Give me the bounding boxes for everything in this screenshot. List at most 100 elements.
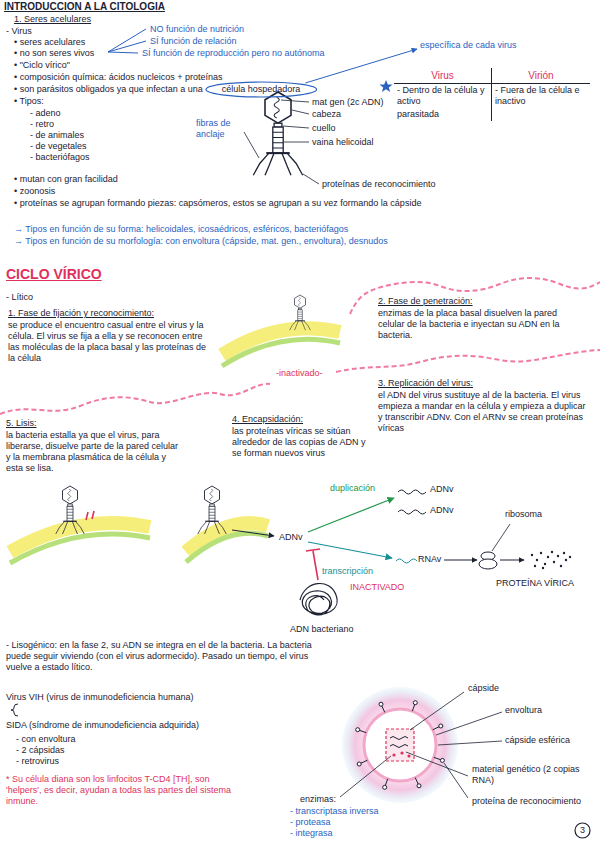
note-text: • proteínas se agrupan formando piezas: … [14,198,454,209]
note-text: Virus VIH (virus de inmunodeficiencia hu… [6,692,193,703]
note-text: SÍ función de relación [150,36,237,47]
step-heading: 1. Fase de fijación y reconocimiento: [8,308,154,319]
wavy-separator [0,384,270,414]
note-text: - Lítico [6,292,33,303]
note-text: • "Ciclo vírico" [14,60,70,71]
figure-label: transcripción [322,566,373,577]
note-text: * Su célula diana son los linfocitos T-C… [6,774,246,807]
figure-label: - proteasa [290,817,331,828]
figure-label: ADN bacteriano [290,624,354,635]
bacterial-dna-blob [300,584,337,615]
envelope-ring [364,709,436,781]
note-text: • Tipos: [14,96,44,107]
ribosome-symbol [479,559,497,569]
protein-arrow [500,560,524,561]
cell-membrane [222,339,340,366]
step-heading: 3. Replicación del virus: [378,378,473,389]
figure-label: cápside [468,683,499,694]
lysis-marks [86,511,94,520]
note-text: el ADN del virus sustituye al de la bact… [378,390,590,434]
note-text: - retro [30,119,54,130]
note-text: • no son seres vivos [14,48,94,59]
note-text: - Lisogénico: en la fase 2, su ADN se in… [6,640,326,673]
note-text: - con envoltura [16,734,76,745]
leader-line [492,524,510,551]
figure-label: - transcriptasa inversa [290,806,379,817]
bacteriophage-figure [253,92,302,175]
table-header: Virión [492,68,590,84]
comparison-table: VirusVirión- Dentro de la célula y activ… [394,68,590,121]
translation-arrow [444,560,477,561]
node-text: célula hospedadora [222,84,301,95]
note-text: • composición química: ácidos nucleicos … [14,72,223,83]
figure-label: RNAv [418,554,441,565]
step-heading: 2. Fase de penetración: [378,296,473,307]
inhibition-line [306,549,320,580]
dna-strand [398,490,426,514]
rna-copies [390,737,408,748]
figure-label: enzimas: [300,794,336,805]
node-text: 3 [580,825,585,836]
oval-outline [206,82,317,97]
note-text: - de animales [30,130,84,141]
page-number: 3 [574,822,591,839]
bacteriophage-figure [290,295,311,330]
note-text: • zoonosis [14,186,55,197]
step-heading: 5. Lisis: [6,418,37,429]
note-text: NO función de nutrición [150,24,244,35]
cell-membrane [186,533,268,562]
note-text: → Tipos en función de su forma: helicoid… [14,224,348,235]
section-heading: CICLO VÍRICO [6,266,102,282]
page-title: INTRODUCCION A LA CITOLOGIA [4,1,165,13]
figure-label: duplicación [330,483,375,494]
note-text: enzimas de la placa basal disuelven la p… [378,308,583,341]
figure-label: mat gen (2c ADN) [312,97,384,108]
table-header: Virus [394,68,492,84]
brace-symbol [11,704,18,716]
figure-label: envoltura [505,705,542,716]
star-symbol [380,80,393,92]
figure-label: proteína de reconocimiento [472,796,584,807]
injection-arrow [232,530,274,536]
figure-label: proteínas de reconocimiento [322,179,436,190]
figure-label: - integrasa [290,828,333,839]
figure-label: INACTIVADO [350,582,404,593]
oval-outline [575,823,590,838]
rna-strand [396,559,417,563]
leader-lines [244,100,319,184]
note-text: - de vegetales [30,141,87,152]
note-text: - adeno [30,108,61,119]
note-text: - retrovirus [16,756,59,767]
note-text: • son parásitos obligados ya que infecta… [14,84,203,95]
figure-label: cabeza [312,109,341,120]
note-text: → Tipos en función de su morfología: con… [14,236,388,247]
protein-dots [531,551,571,569]
figure-label: ADNv [279,532,303,543]
node-text: - Dentro de la célula y activo [394,84,492,108]
node-text: parasitada [394,108,492,121]
note-text: • seres acelulares [14,37,85,48]
bacteriophage-figure [56,486,85,534]
figure-label: PROTEÍNA VÍRICA [496,578,574,589]
section-heading: 1. Seres acelulares [14,14,91,25]
note-text: - 2 cápsidas [16,745,65,756]
figure-label: ribosoma [505,509,542,520]
node-text: - Fuera de la célula e inactivo [492,84,590,108]
note-text: la bacteria estalla ya que el virus, par… [6,430,181,474]
note-text: las proteínas víricas se sitúan alrededo… [232,426,370,459]
brace-lines [108,29,146,53]
circled-term: célula hospedadora [205,81,318,98]
recognition-proteins [356,701,445,790]
figure-label: ADNv [430,484,454,495]
note-text: - Virus [6,26,32,37]
figure-label: cápside esférica [505,735,570,746]
transcription-arrow [308,542,392,558]
wavy-separator [336,350,600,372]
figure-label: cuello [312,123,336,134]
note-text: SIDA (síndrome de inmunodeficiencia adqu… [6,720,199,731]
note-text: SÍ función de reproducción pero no autón… [142,48,325,59]
note-text: se produce el encuentro casual entre el … [8,320,213,364]
figure-label: -inactivado- [276,368,323,379]
figure-label: vaina helicoidal [312,137,374,148]
